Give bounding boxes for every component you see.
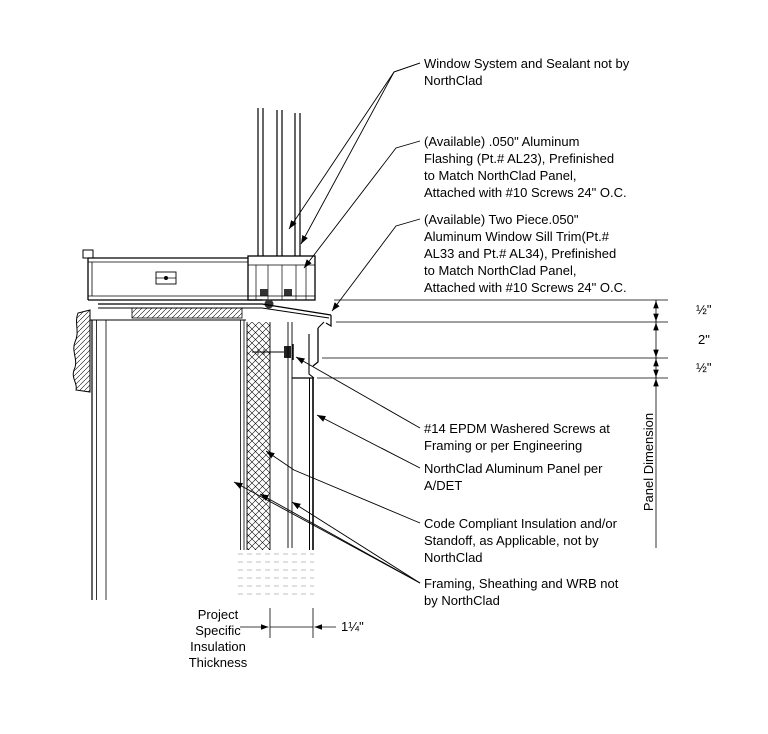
callout-aluminum-flashing: (Available) .050" Aluminum Flashing (Pt.… <box>424 134 627 200</box>
aluminum-panel <box>292 377 314 550</box>
sill-flashing <box>90 303 332 328</box>
break-continuation <box>238 553 314 595</box>
callout-epdm-screws: #14 EPDM Washered Screws at Framing or p… <box>424 421 610 453</box>
insulation <box>246 322 271 550</box>
dimension-lines-bottom <box>240 608 336 638</box>
callout-northclad-panel: NorthClad Aluminum Panel per A/DET <box>424 461 603 493</box>
dimension-lines-right <box>317 299 668 548</box>
framing-sheathing-lines <box>91 320 245 600</box>
leader-lines <box>233 62 421 584</box>
dim-label-panel-offset: 1¼" <box>341 619 364 634</box>
dim-label-two-inch: 2" <box>698 332 710 347</box>
callout-sill-trim: (Available) Two Piece.050" Aluminum Wind… <box>424 212 627 295</box>
dim-label-half-inch-bottom: ½" <box>696 360 712 375</box>
dim-label-insulation-thickness: Project Specific Insulation Thickness <box>188 607 248 670</box>
shim-blocking <box>131 307 243 319</box>
callout-framing-sheathing-wrb: Framing, Sheathing and WRB not by NorthC… <box>424 576 619 608</box>
sealant-backer-rod <box>264 299 274 309</box>
callout-window-system: Window System and Sealant not by NorthCl… <box>424 56 630 88</box>
callout-insulation: Code Compliant Insulation and/or Standof… <box>424 516 617 565</box>
dim-label-half-inch-top: ½" <box>696 302 712 317</box>
window-frame <box>247 255 316 309</box>
sill-receptor <box>82 249 315 301</box>
sill-trim <box>308 321 325 379</box>
dim-label-panel-dimension: Panel Dimension <box>641 412 656 512</box>
window-glazing <box>257 108 301 256</box>
standoff-channel <box>287 322 293 548</box>
blocking-strip <box>72 309 91 393</box>
